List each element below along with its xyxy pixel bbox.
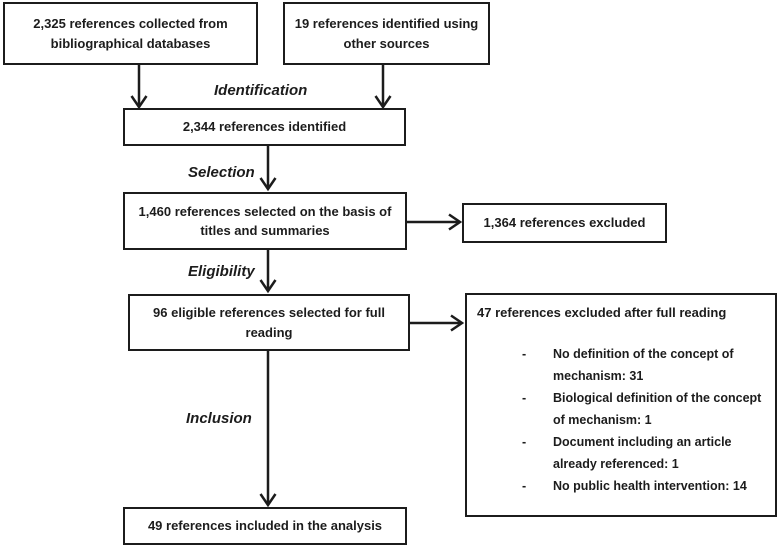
box-eligible-references: 96 eligible references selected for full… (128, 294, 410, 351)
arrow-selected-to-excluded-titles (405, 213, 463, 231)
exclusion-reason-text: No definition of the concept of mechanis… (553, 347, 734, 383)
box-references-selected: 1,460 references selected on the basis o… (123, 192, 407, 250)
box-references-identified-text: 2,344 references identified (182, 119, 347, 135)
arrow-selected-to-eligible (259, 250, 277, 294)
exclusion-reason-item: - Biological definition of the concept o… (477, 387, 767, 431)
box-bibliographic-databases-text: 2,325 references collected from bibliogr… (33, 16, 228, 51)
bullet-dash: - (522, 391, 527, 405)
stage-label-inclusion: Inclusion (186, 410, 252, 427)
exclusion-reason-text: No public health intervention: 14 (553, 479, 747, 493)
exclusion-reason-text: Biological definition of the concept of … (553, 391, 762, 427)
box-excluded-titles: 1,364 references excluded (462, 203, 667, 243)
box-references-selected-text: 1,460 references selected on the basis o… (138, 203, 392, 239)
arrow-eligible-to-included (259, 351, 277, 508)
box-bibliographic-databases: 2,325 references collected from bibliogr… (3, 2, 258, 65)
box-excluded-titles-text: 1,364 references excluded (483, 215, 646, 231)
bullet-dash: - (522, 479, 527, 493)
stage-label-selection: Selection (188, 164, 255, 181)
box-references-identified: 2,344 references identified (123, 108, 406, 146)
exclusion-reason-item: - No definition of the concept of mechan… (477, 343, 767, 387)
arrow-databases-to-identified (130, 65, 148, 110)
box-excluded-full-reading: 47 references excluded after full readin… (465, 293, 777, 517)
stage-label-eligibility: Eligibility (188, 263, 255, 280)
excluded-full-reading-title: 47 references excluded after full readin… (477, 305, 727, 320)
box-other-sources: 19 references identified using other sou… (283, 2, 490, 65)
box-references-included: 49 references included in the analysis (123, 507, 407, 545)
box-other-sources-text: 19 references identified using other sou… (294, 16, 479, 51)
bullet-dash: - (522, 435, 527, 449)
bullet-dash: - (522, 347, 527, 361)
exclusion-reason-item: - Document including an article already … (477, 431, 767, 475)
exclusion-reason-item: - No public health intervention: 14 (477, 475, 767, 497)
arrow-eligible-to-excluded-full (410, 314, 465, 332)
arrow-other-sources-to-identified (374, 65, 392, 110)
exclusion-reason-text: Document including an article already re… (553, 435, 732, 471)
exclusion-reasons-list: - No definition of the concept of mechan… (477, 343, 767, 497)
stage-label-identification: Identification (214, 82, 308, 99)
arrow-identified-to-selected (259, 146, 277, 192)
box-eligible-references-text: 96 eligible references selected for full… (153, 305, 385, 340)
box-references-included-text: 49 references included in the analysis (147, 518, 383, 534)
